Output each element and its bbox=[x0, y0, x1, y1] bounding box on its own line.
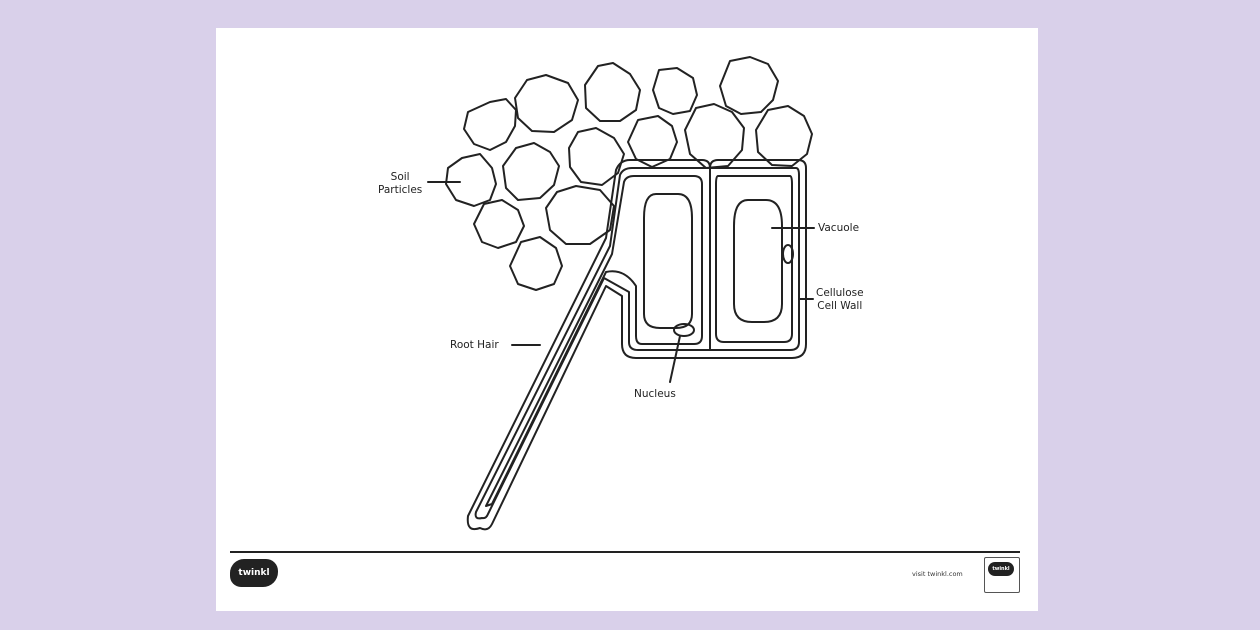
vacuole-right bbox=[733, 199, 783, 323]
soil-particle bbox=[545, 185, 615, 245]
corner-badge: twinkl bbox=[984, 557, 1020, 593]
soil-particle bbox=[584, 62, 641, 122]
soil-particle bbox=[568, 127, 625, 186]
label-nucleus: Nucleus bbox=[634, 388, 676, 400]
soil-particle bbox=[445, 153, 497, 207]
cell-membrane-right bbox=[715, 175, 793, 343]
root-hair-cell bbox=[466, 159, 807, 531]
label-soil-particles: Soil Particles bbox=[378, 171, 423, 196]
soil-particle bbox=[652, 67, 698, 115]
soil-particle bbox=[514, 74, 579, 133]
cell-membrane-left bbox=[485, 175, 703, 507]
twinkl-logo: twinkl bbox=[230, 559, 278, 587]
vacuole-left bbox=[643, 193, 693, 329]
soil-particle bbox=[463, 98, 517, 151]
soil-particle bbox=[719, 56, 779, 115]
soil-particle bbox=[684, 103, 745, 169]
leader-line-nucleus bbox=[669, 335, 681, 383]
label-cellulose-cell-wall: Cellulose Cell Wall bbox=[816, 287, 864, 312]
soil-particle bbox=[502, 142, 560, 201]
nucleus-left bbox=[673, 323, 695, 337]
nucleus-right bbox=[782, 244, 794, 264]
soil-particle bbox=[755, 105, 813, 167]
soil-particle bbox=[509, 236, 563, 291]
footer-divider bbox=[230, 551, 1020, 553]
label-vacuole: Vacuole bbox=[818, 222, 860, 234]
root-hair-cell-diagram bbox=[427, 56, 815, 531]
soil-particles bbox=[445, 56, 813, 291]
cell-wall-outer bbox=[466, 159, 807, 531]
corner-twinkl-logo: twinkl bbox=[988, 562, 1014, 576]
label-root-hair: Root Hair bbox=[450, 339, 499, 351]
footer-url: visit twinkl.com bbox=[912, 570, 963, 578]
cell-wall-layer-2 bbox=[474, 167, 800, 520]
soil-particle bbox=[473, 199, 525, 249]
worksheet-page: Soil Particles Vacuole Cellulose Cell Wa… bbox=[216, 28, 1038, 611]
